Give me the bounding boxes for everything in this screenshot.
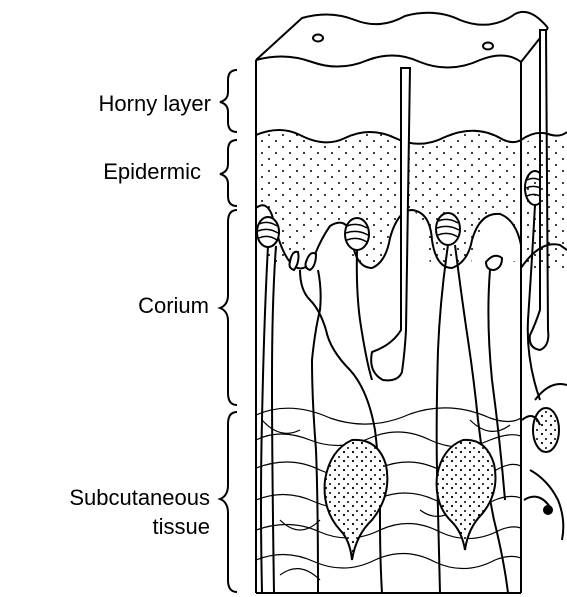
bracket-subcutaneous — [220, 412, 237, 592]
bracket-horny-layer — [220, 70, 237, 132]
lamellar-corpuscles — [325, 440, 496, 560]
bracket-epidermic — [220, 140, 237, 206]
bracket-corium — [220, 210, 237, 405]
skin-block-top-surface — [256, 12, 548, 68]
